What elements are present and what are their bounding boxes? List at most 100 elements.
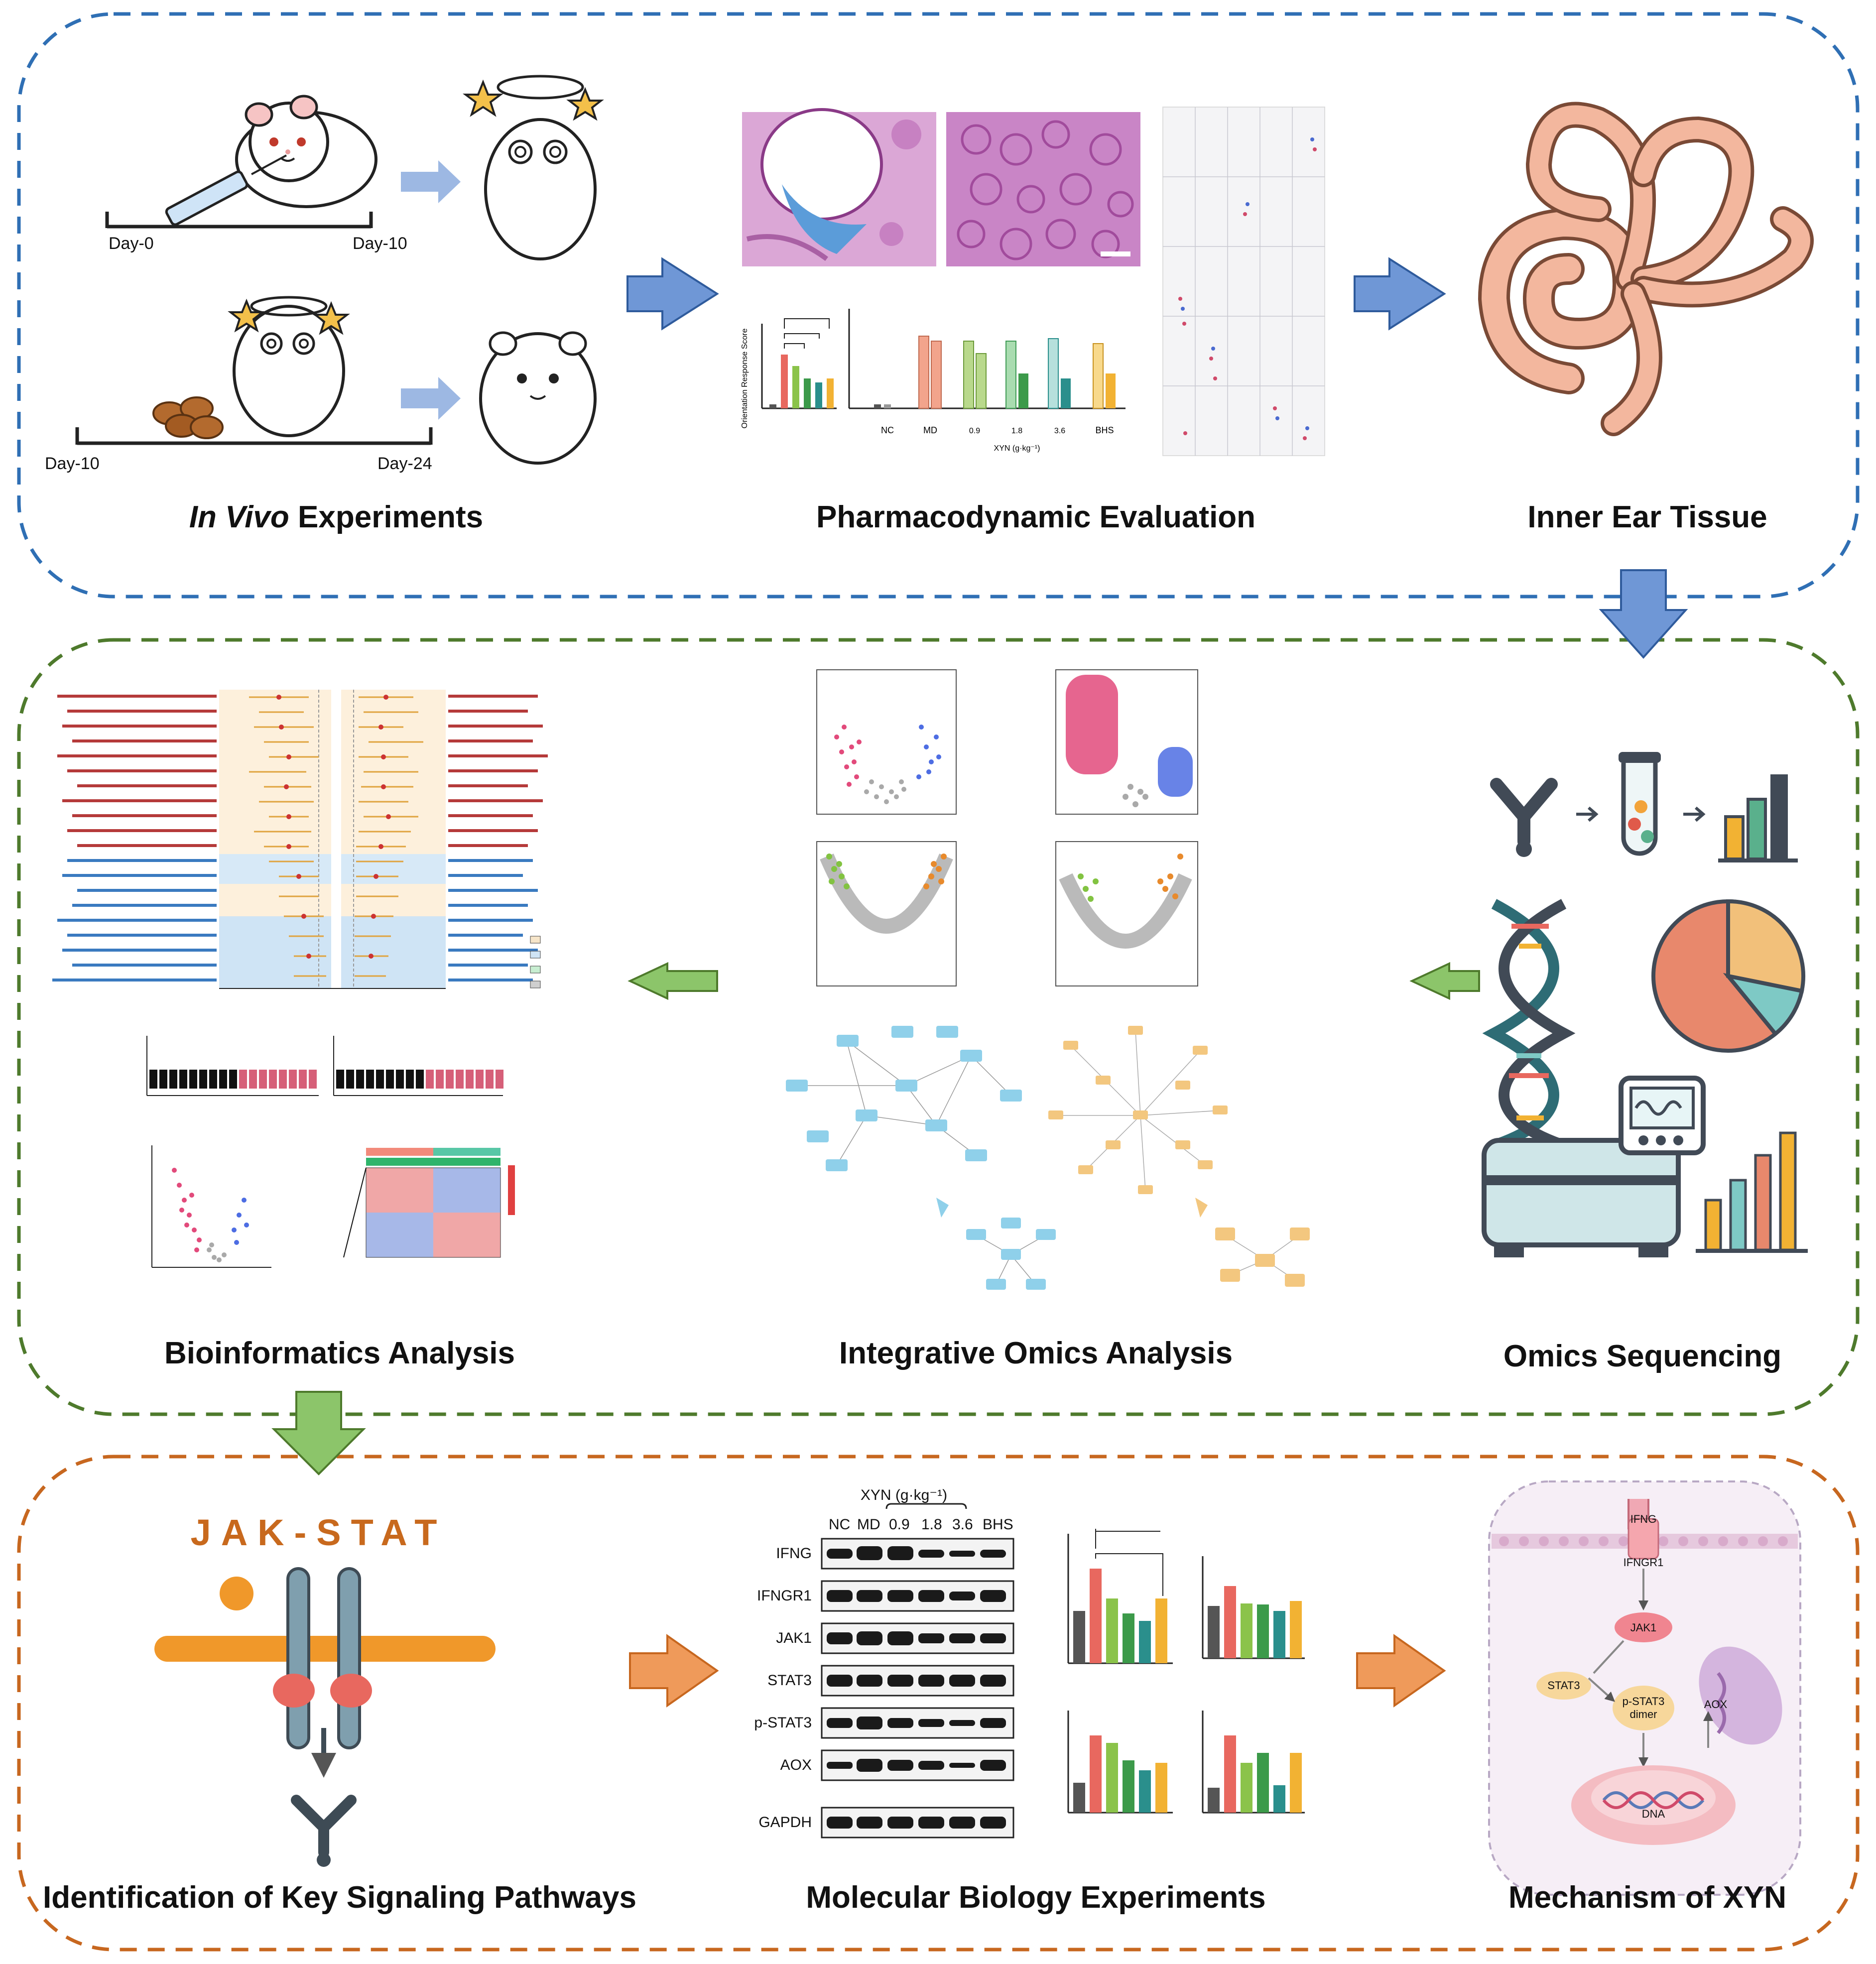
- label-molecular: Molecular Biology Experiments: [806, 1880, 1266, 1915]
- pie-chart-icon: [1651, 899, 1806, 1053]
- bar-chart-ifngr1: [1202, 1556, 1305, 1659]
- label-in-vivo: In Vivo Experiments: [189, 499, 483, 535]
- wb-lane-md: MD: [857, 1516, 880, 1533]
- arrow-light-blue-1: [401, 160, 461, 203]
- sequencer-icon: [1482, 1076, 1808, 1257]
- network-blue: [786, 1026, 1056, 1290]
- pharm-group-18: 1.8: [1011, 427, 1022, 435]
- forest-plot: [52, 690, 548, 989]
- label-bioinformatics: Bioinformatics Analysis: [164, 1336, 515, 1370]
- label-key-pathways: Identification of Key Signaling Pathways: [43, 1880, 636, 1915]
- network-orange: [1048, 1026, 1310, 1287]
- pharm-xyn-label: XYN (g·kg⁻¹): [994, 444, 1040, 453]
- hamster-injection-illustration: [165, 95, 377, 226]
- hair-cell-staining-image: [1162, 107, 1325, 456]
- wb-row-aox: AOX: [780, 1757, 812, 1773]
- star-icon: [566, 87, 604, 121]
- volcano-plot-4: [1055, 841, 1198, 986]
- mechanism-schematic: [1488, 1480, 1801, 1896]
- star-icon: [228, 298, 265, 333]
- bar-chart-icon: [1718, 774, 1798, 862]
- wb-row-stat3: STAT3: [767, 1672, 812, 1689]
- wb-lane-bhs: BHS: [983, 1516, 1013, 1533]
- bar-chart-jak1: [1067, 1711, 1173, 1814]
- antibody-icon: [1490, 778, 1558, 857]
- mech-ifngr1: IFNGR1: [1623, 1556, 1664, 1569]
- mech-dimer: dimer: [1629, 1708, 1657, 1720]
- label-in-vivo-italic: In Vivo: [189, 500, 289, 534]
- panel-in-vivo: [17, 12, 1860, 599]
- bar-chart-pstat3: [1202, 1711, 1305, 1814]
- label-integrative: Integrative Omics Analysis: [839, 1336, 1233, 1370]
- wb-row-jak1: JAK1: [776, 1630, 812, 1646]
- arrow-green-down: [271, 1391, 366, 1475]
- wb-lane-09: 0.9: [889, 1516, 910, 1533]
- boxplot-panel: [146, 1036, 503, 1096]
- syringe-icon: [165, 170, 249, 226]
- pharm-group-36: 3.6: [1054, 427, 1065, 435]
- wb-row-ifng: IFNG: [776, 1545, 812, 1562]
- volcano-plot-1: [816, 669, 957, 815]
- mech-jak1: JAK1: [1630, 1621, 1657, 1634]
- panel-omics: [17, 638, 1860, 1416]
- arrow-blue-to-pharm: [626, 257, 719, 331]
- pharm-ylabel: Orientation Response Score: [741, 328, 749, 428]
- label-in-vivo-rest: Experiments: [289, 500, 484, 534]
- receptor-illustration: [154, 1567, 496, 1867]
- star-icon: [312, 301, 350, 335]
- label-mechanism: Mechanism of XYN: [1508, 1880, 1787, 1915]
- label-inner-ear: Inner Ear Tissue: [1527, 500, 1767, 534]
- mech-dna: DNA: [1641, 1808, 1665, 1820]
- mech-stat3: STAT3: [1547, 1679, 1580, 1692]
- inner-ear-illustration: [1478, 102, 1814, 436]
- pharm-group-nc: NC: [881, 425, 894, 435]
- star-icon: [463, 79, 503, 117]
- pharm-group-bhs: BHS: [1095, 425, 1114, 435]
- pharm-small-chart: Orientation Response Score: [741, 318, 837, 429]
- arrow-green-to-integrative: [1409, 962, 1480, 1000]
- mech-aox: AOX: [1704, 1698, 1728, 1711]
- healthy-hamster-illustration: [479, 331, 597, 465]
- wb-row-pstat3: p-STAT3: [754, 1715, 812, 1731]
- arrow-network-blue: [936, 1198, 949, 1218]
- arrow-blue-down: [1599, 569, 1688, 659]
- volcano-plot-2: [1055, 669, 1198, 815]
- wb-lane-nc: NC: [829, 1516, 851, 1533]
- pharm-group-md: MD: [923, 425, 937, 435]
- jak-stat-title: JAK-STAT: [190, 1512, 447, 1553]
- histology-image-1: [742, 108, 936, 266]
- histology-image-2: [946, 112, 1140, 266]
- western-blot: [821, 1503, 1014, 1839]
- arrow-green-to-bioinfo: [627, 962, 718, 1000]
- label-omics-sequencing: Omics Sequencing: [1503, 1339, 1782, 1373]
- arrow-network-orange: [1195, 1198, 1208, 1218]
- dna-icon: [1482, 899, 1576, 1151]
- arrow-blue-to-ear: [1354, 257, 1446, 331]
- heatmap: [343, 1148, 515, 1258]
- volcano-plot-3: [816, 841, 957, 986]
- timeline-bottom-end: Day-24: [377, 454, 432, 473]
- wb-lane-36: 3.6: [952, 1516, 973, 1533]
- pharm-paired-chart: [848, 309, 1126, 409]
- wb-lane-18: 1.8: [921, 1516, 942, 1533]
- timeline-bottom-start: Day-10: [45, 454, 100, 473]
- mech-pstat3: p-STAT3: [1622, 1695, 1665, 1708]
- bioinfo-volcano-plot: [151, 1145, 271, 1268]
- wb-row-ifngr1: IFNGR1: [756, 1588, 812, 1604]
- wb-xyn-header: XYN (g·kg⁻¹): [860, 1487, 948, 1503]
- arrow-orange-to-mechanism: [1356, 1634, 1446, 1708]
- timeline-top-start: Day-0: [109, 234, 154, 253]
- label-pharmacodynamic: Pharmacodynamic Evaluation: [816, 500, 1256, 534]
- mech-ifng: IFNG: [1630, 1513, 1657, 1525]
- bar-chart-ifng: [1067, 1529, 1173, 1664]
- test-tube-icon: [1619, 752, 1661, 856]
- hamster-treated-illustration: [152, 296, 350, 439]
- arrow-orange-to-blot: [629, 1634, 719, 1708]
- wb-row-gapdh: GAPDH: [758, 1814, 812, 1831]
- panel-mechanism: [17, 1455, 1860, 1952]
- dizzy-hamster-illustration: [463, 75, 604, 260]
- timeline-top-end: Day-10: [353, 234, 407, 253]
- pharm-group-09: 0.9: [969, 427, 980, 435]
- arrow-light-blue-2: [401, 377, 461, 420]
